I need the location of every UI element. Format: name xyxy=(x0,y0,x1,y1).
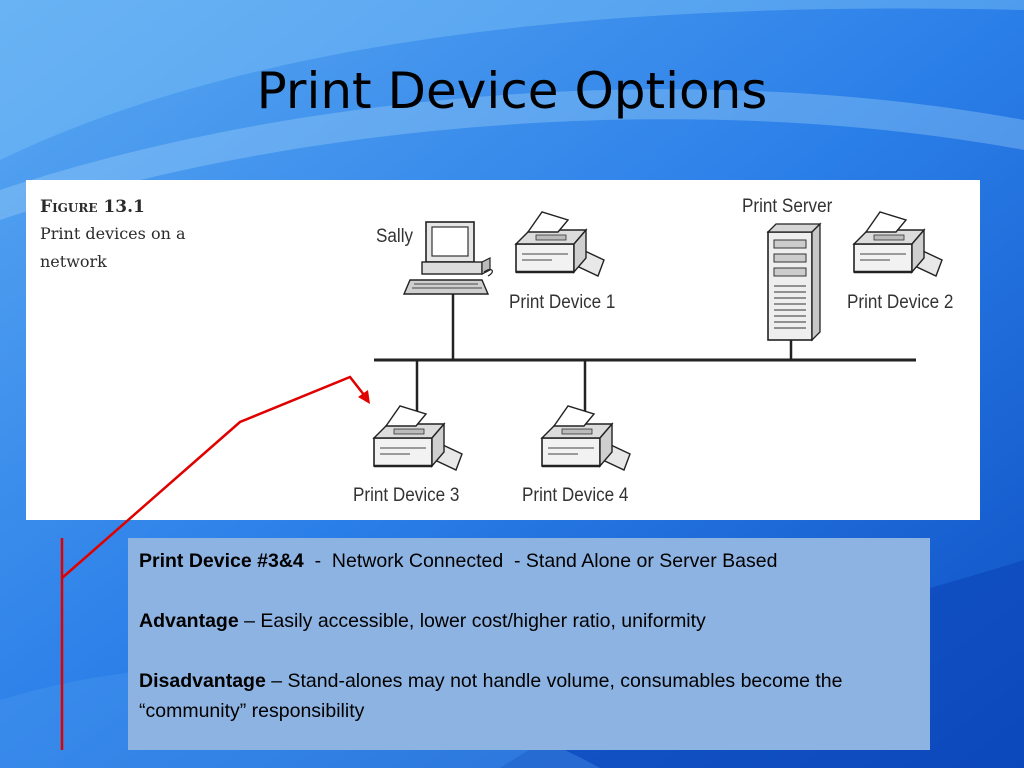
disadvantage-text: – Stand-alones may not handle volume, co… xyxy=(139,670,843,722)
label-print-device-4: Print Device 4 xyxy=(522,485,629,506)
devices-label: Print Device #3&4 xyxy=(139,550,304,572)
disadvantage-label: Disadvantage xyxy=(139,670,266,692)
info-text-box: Print Device #3&4 - Network Connected - … xyxy=(128,538,930,750)
info-line-advantage: Advantage – Easily accessible, lower cos… xyxy=(139,606,919,636)
figure-caption: Figure 13.1 Print devices on a network xyxy=(40,194,240,276)
print-server-icon xyxy=(766,222,822,342)
label-print-server: Print Server xyxy=(742,196,833,217)
label-sally: Sally xyxy=(376,226,414,247)
label-print-device-2: Print Device 2 xyxy=(847,292,954,313)
network-diagram xyxy=(372,210,944,472)
label-print-device-1: Print Device 1 xyxy=(509,292,616,313)
figure-number: Figure 13.1 xyxy=(40,197,145,217)
info-line-disadvantage: Disadvantage – Stand-alones may not hand… xyxy=(139,666,919,726)
devices-text: - Network Connected - Stand Alone or Ser… xyxy=(303,550,778,572)
print-device-1-icon xyxy=(514,210,606,278)
slide-title: Print Device Options xyxy=(256,62,768,120)
info-line-devices: Print Device #3&4 - Network Connected - … xyxy=(139,546,919,576)
advantage-text: – Easily accessible, lower cost/higher r… xyxy=(238,610,706,632)
label-print-device-3: Print Device 3 xyxy=(353,485,460,506)
print-device-2-icon xyxy=(852,210,944,278)
advantage-label: Advantage xyxy=(139,610,239,632)
computer-icon xyxy=(402,221,493,295)
figure-panel: Figure 13.1 Print devices on a network xyxy=(26,180,980,520)
print-device-4-icon xyxy=(540,404,632,472)
figure-description: Print devices on a network xyxy=(40,224,186,271)
print-device-3-icon xyxy=(372,404,464,472)
